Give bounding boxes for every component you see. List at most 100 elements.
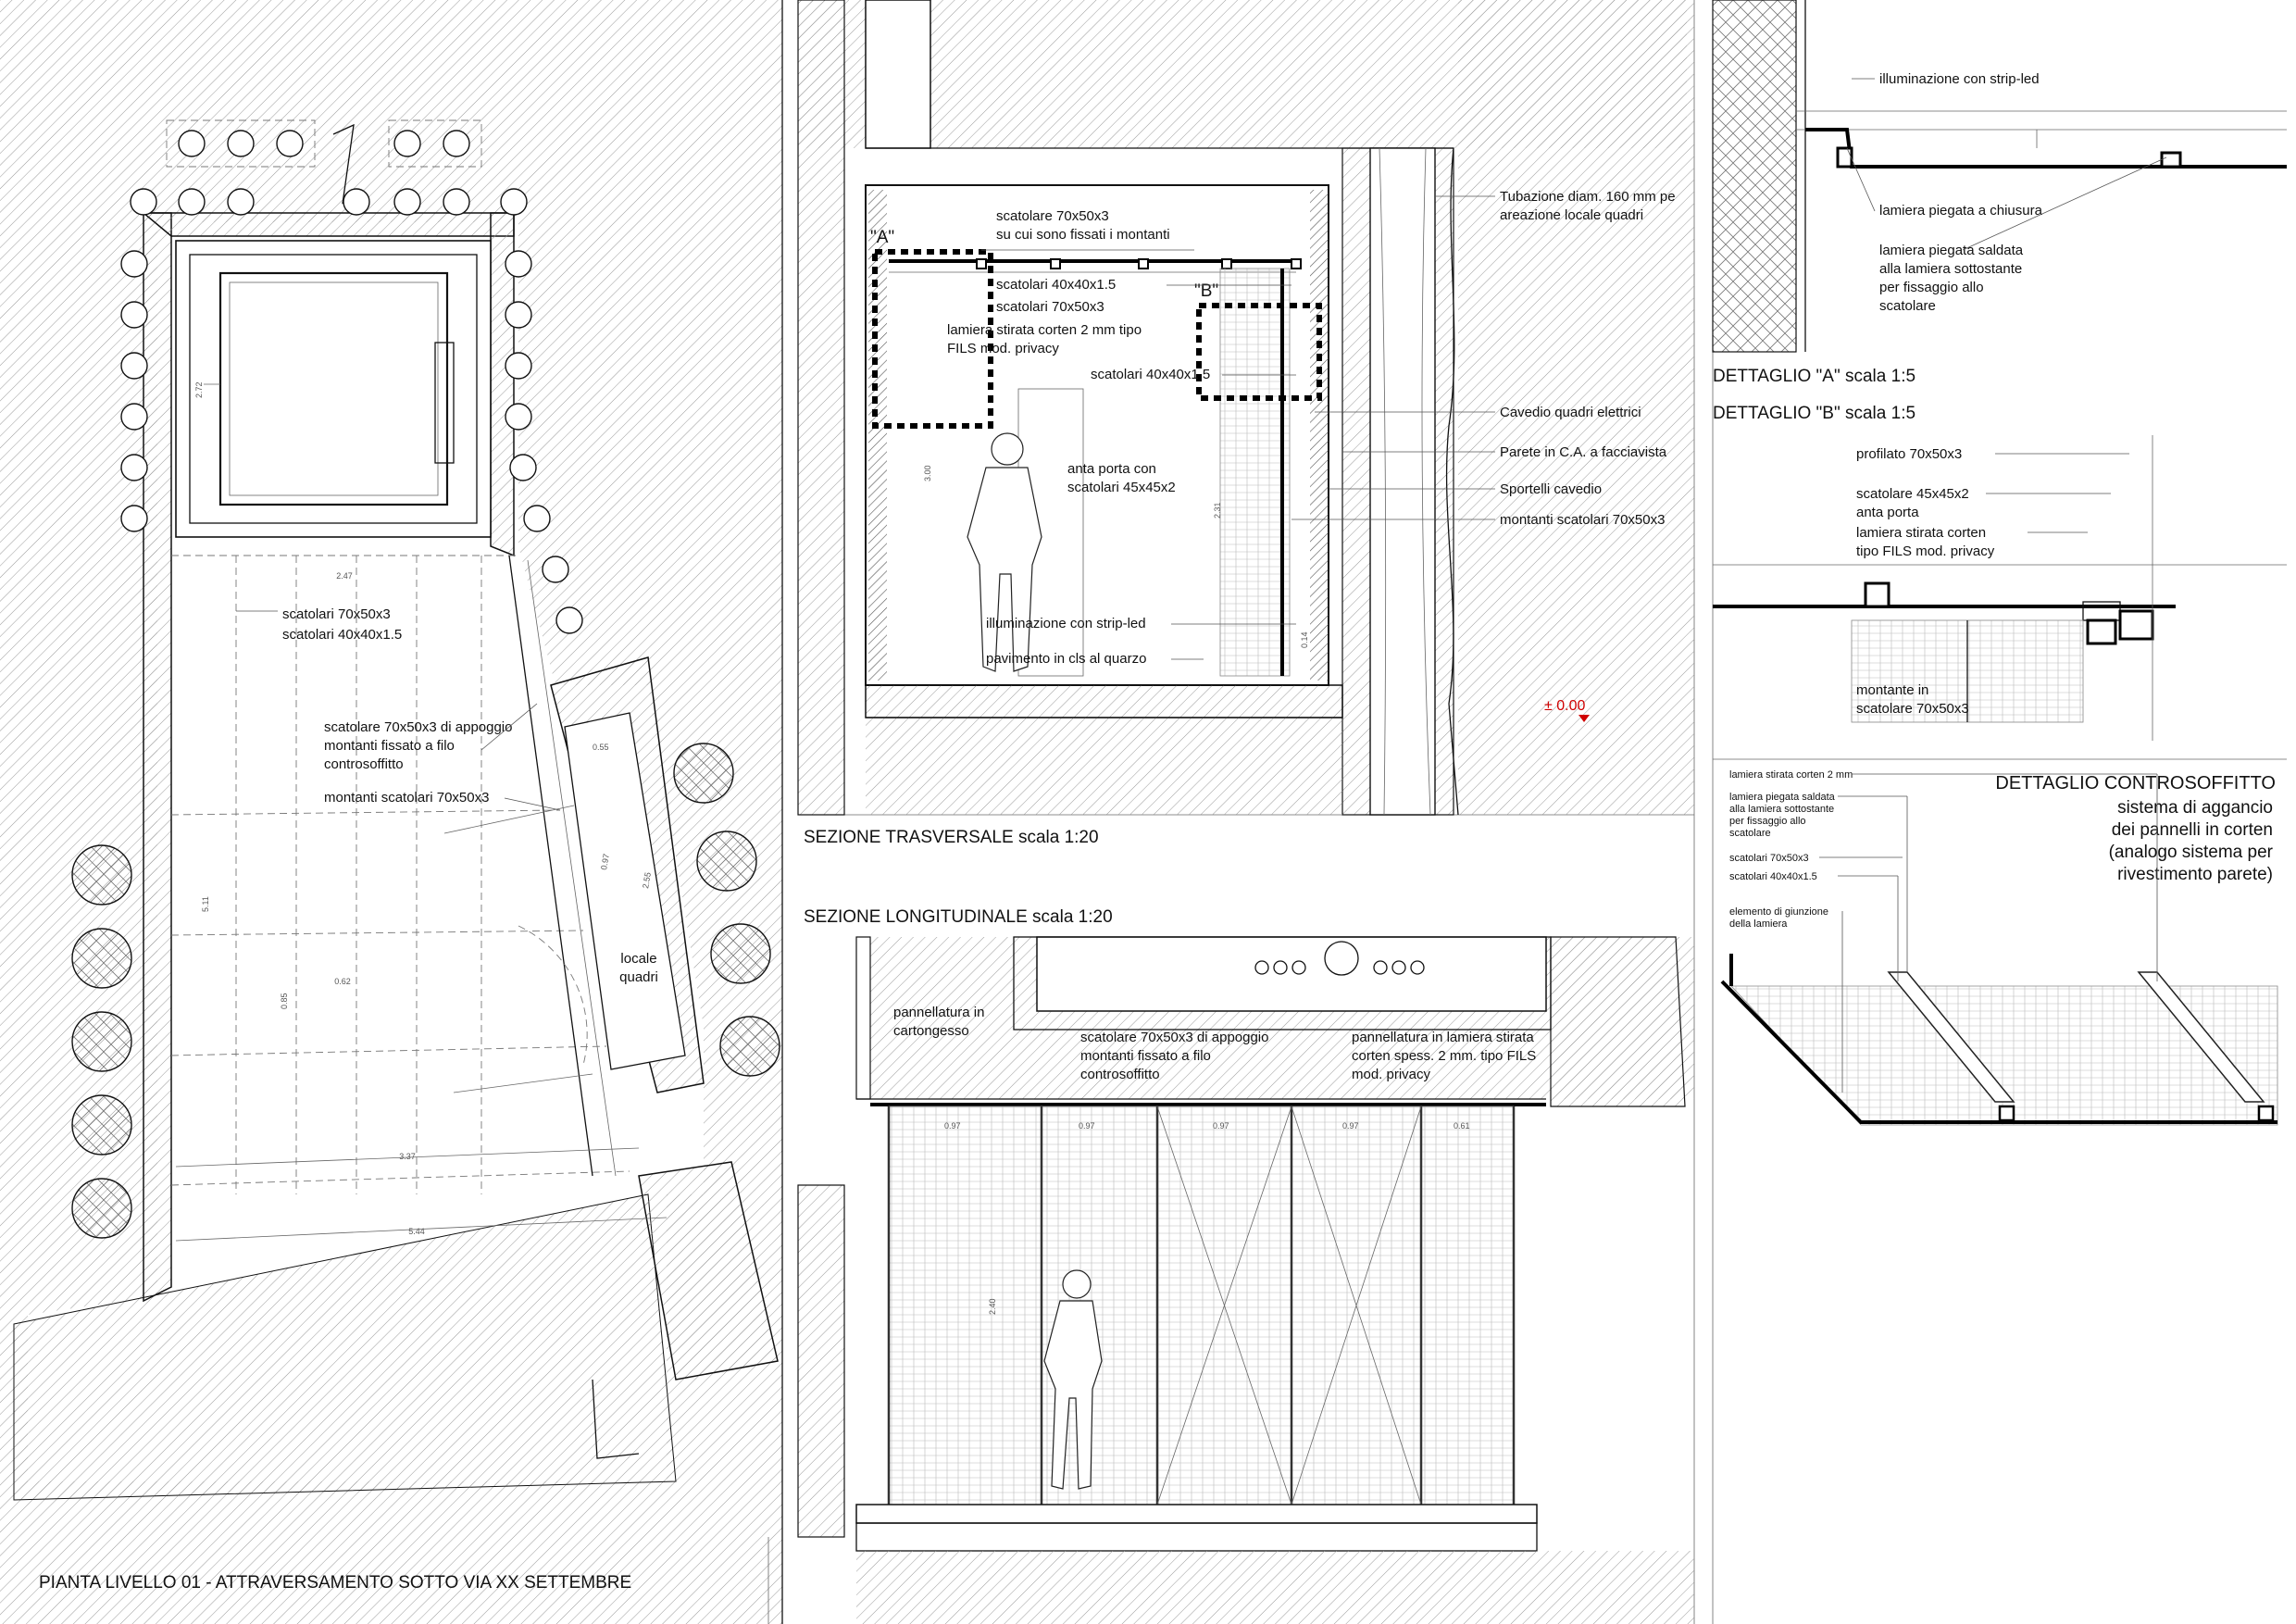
- long-label-p3a: pannellatura in lamiera stirata: [1352, 1030, 1534, 1045]
- detail-c-label-2d: scatolare: [1729, 828, 1771, 839]
- detail-b-label-3a: lamiera stirata corten: [1856, 525, 1986, 541]
- section-longitudinale: SEZIONE LONGITUDINALE scala 1:20: [797, 907, 1694, 1624]
- detail-a-label-1: illuminazione con strip-led: [1879, 71, 2040, 87]
- vent-tube: [1369, 147, 1436, 816]
- plan-grid: [170, 555, 630, 1194]
- tras-dim-h2: 2.31: [1213, 502, 1222, 518]
- detail-c-label-2c: per fissaggio allo: [1729, 816, 1806, 827]
- plan-label-scatolari-70: scatolari 70x50x3: [282, 606, 391, 622]
- tras-label-l7: illuminazione con strip-led: [986, 616, 1146, 631]
- detail-c-sub4: rivestimento parete): [2117, 865, 2273, 884]
- tras-label-l8: pavimento in cls al quarzo: [986, 651, 1146, 667]
- tras-label-r3: Parete in C.A. a facciavista: [1500, 444, 1667, 460]
- lift-shaft-inner: [189, 254, 478, 524]
- human-figure-longitudinale: [1043, 1269, 1103, 1490]
- plan-dim-8: 0.55: [593, 743, 609, 752]
- plan-dim-7: 5.44: [408, 1227, 425, 1236]
- detail-b-label-2a: scatolare 45x45x2: [1856, 486, 1969, 502]
- detail-controsoffitto: DETTAGLIO CONTROSOFFITTO sistema di agga…: [1713, 758, 2287, 1126]
- piles-large: [71, 743, 780, 1239]
- plan-dim-1: 2.72: [194, 381, 204, 398]
- plan-label-appoggio-3: controsoffitto: [324, 756, 404, 772]
- tras-label-l4b: FILS mod. privacy: [947, 341, 1059, 356]
- tras-label-l5: scatolari 40x40x1.5: [1091, 367, 1210, 382]
- detail-b-label-4b: scatolare 70x50x3: [1856, 701, 1969, 717]
- long-label-p1b: cartongesso: [893, 1023, 969, 1039]
- plan-street-band: [13, 1193, 677, 1501]
- marker-a-label: "A": [870, 228, 894, 247]
- plan-label-montanti: montanti scatolari 70x50x3: [324, 790, 489, 806]
- section-trasversale: "A" "B" 3.00 2.31 0.14 scatolare 70x50x3…: [797, 0, 1694, 847]
- tras-dim-h3: 0.14: [1300, 631, 1309, 648]
- locale-quadri-room: [564, 712, 686, 1070]
- plan-dim-2: 2.47: [336, 571, 353, 581]
- plan-dim-9: 0.97: [599, 853, 611, 870]
- tras-label-r4: Sportelli cavedio: [1500, 481, 1602, 497]
- plan-label-scatolari-40: scatolari 40x40x1.5: [282, 627, 402, 643]
- long-dim-w2: 0.97: [1079, 1121, 1095, 1131]
- detail-a-label-2: lamiera piegata a chiusura: [1879, 203, 2043, 219]
- level-marker: ± 0.00: [1544, 698, 1585, 714]
- detail-marker-a: [872, 249, 993, 429]
- tras-label-l1b: su cui sono fissati i montanti: [996, 227, 1170, 243]
- long-label-p2b: montanti fissato a filo: [1080, 1048, 1211, 1064]
- detail-b-label-4a: montante in: [1856, 682, 1928, 698]
- trasversale-title: SEZIONE TRASVERSALE scala 1:20: [804, 828, 1099, 847]
- detail-c-sub2: dei pannelli in corten: [2112, 820, 2273, 840]
- tras-labels: scatolare 70x50x3 su cui sono fissati i …: [947, 208, 1296, 667]
- detail-c-label-1: lamiera stirata corten 2 mm: [1729, 769, 1853, 781]
- detail-c-sub3: (analogo sistema per: [2109, 843, 2274, 862]
- detail-c-label-2a: lamiera piegata saldata: [1729, 792, 1836, 803]
- long-label-p2c: controsoffitto: [1080, 1067, 1160, 1082]
- long-dim-w1: 0.97: [944, 1121, 961, 1131]
- detail-c-label-2b: alla lamiera sottostante: [1729, 804, 1834, 815]
- tras-label-r1b: areazione locale quadri: [1500, 207, 1643, 223]
- detail-c-labels: lamiera stirata corten 2 mm lamiera pieg…: [1729, 769, 2158, 1093]
- plan-label-locale-2: quadri: [619, 969, 658, 985]
- tras-label-l1a: scatolare 70x50x3: [996, 208, 1109, 224]
- plan-title: PIANTA LIVELLO 01 - ATTRAVERSAMENTO SOTT…: [39, 1573, 631, 1593]
- detail-c-label-5b: della lamiera: [1729, 918, 1788, 930]
- floor-plan: 2.72 locale quadri: [13, 119, 780, 1624]
- piles-small: [120, 130, 583, 634]
- plan-wall-lower-right: [638, 1161, 779, 1380]
- long-label-p3b: corten spess. 2 mm. tipo FILS: [1352, 1048, 1536, 1064]
- detail-b-label-3b: tipo FILS mod. privacy: [1856, 543, 1995, 559]
- plan-wall-left: [143, 212, 172, 1303]
- plan-labels: scatolari 70x50x3 scatolari 40x40x1.5 sc…: [236, 606, 561, 811]
- long-dim-w3: 0.97: [1213, 1121, 1229, 1131]
- detail-a-labels: illuminazione con strip-led lamiera pieg…: [1846, 71, 2167, 314]
- detail-c-title: DETTAGLIO CONTROSOFFITTO: [1995, 773, 2276, 793]
- tras-label-l4a: lamiera stirata corten 2 mm tipo: [947, 322, 1142, 338]
- longitudinale-title: SEZIONE LONGITUDINALE scala 1:20: [804, 907, 1113, 927]
- long-dim-h: 2.40: [988, 1298, 997, 1315]
- lift-counterweight: [434, 342, 455, 464]
- tras-label-r5: montanti scatolari 70x50x3: [1500, 512, 1665, 528]
- tras-label-l6b: scatolari 45x45x2: [1067, 480, 1176, 495]
- plan-dim-10: 2.55: [641, 871, 653, 889]
- tras-label-r2: Cavedio quadri elettrici: [1500, 405, 1641, 420]
- plan-dim-6: 3.37: [399, 1152, 416, 1161]
- tras-label-r1a: Tubazione diam. 160 mm pe: [1500, 189, 1676, 205]
- long-dim-w4: 0.97: [1342, 1121, 1359, 1131]
- plan-label-appoggio-2: montanti fissato a filo: [324, 738, 455, 754]
- tras-label-l6a: anta porta con: [1067, 461, 1156, 477]
- long-label-p3c: mod. privacy: [1352, 1067, 1431, 1082]
- tras-label-l2: scatolari 40x40x1.5: [996, 277, 1116, 293]
- detail-c-label-5a: elemento di giunzione: [1729, 906, 1828, 918]
- long-labels: pannellatura in cartongesso scatolare 70…: [893, 1005, 1536, 1082]
- detail-a: illuminazione con strip-led lamiera pieg…: [1712, 0, 2287, 386]
- long-label-p1a: pannellatura in: [893, 1005, 984, 1020]
- plan-dim-4: 0.85: [280, 993, 289, 1009]
- human-figure-trasversale: [967, 432, 1042, 672]
- detail-b-labels: profilato 70x50x3 scatolare 45x45x2 anta…: [1856, 446, 2129, 717]
- plan-wall-top: [141, 212, 515, 237]
- detail-b: DETTAGLIO "B" scala 1:5 profilato 70x50x…: [1713, 404, 2287, 741]
- tras-right-labels: Tubazione diam. 160 mm pe areazione loca…: [1292, 189, 1676, 528]
- detail-marker-b: [1196, 303, 1322, 401]
- plan-dim-3: 5.11: [201, 896, 210, 912]
- long-dim-w5: 0.61: [1454, 1121, 1470, 1131]
- detail-b-label-1: profilato 70x50x3: [1856, 446, 1962, 462]
- plan-label-appoggio-1: scatolare 70x50x3 di appoggio: [324, 719, 512, 735]
